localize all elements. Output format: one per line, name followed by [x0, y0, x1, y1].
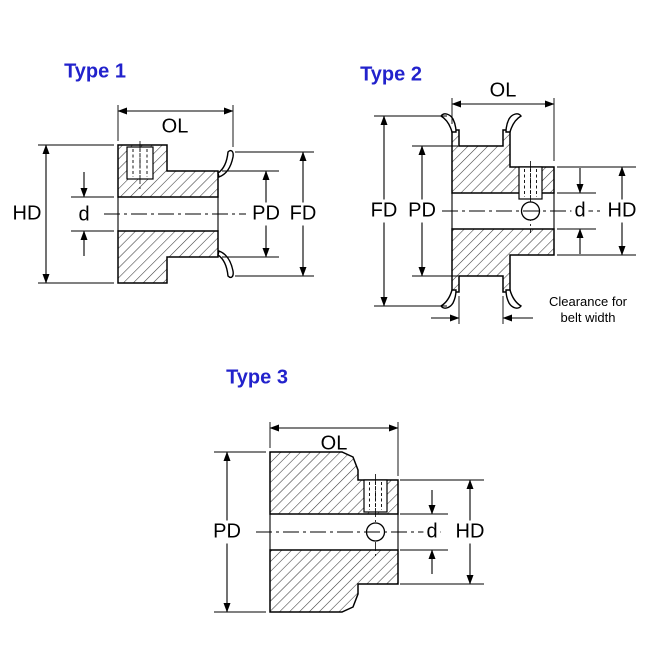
- type2-dim-clearance: [431, 296, 533, 324]
- type2-dim-d: [557, 168, 596, 254]
- type1-hd-label: HD: [12, 202, 42, 225]
- type3-set-screw: [363, 474, 388, 556]
- type3-dim-ol: [269, 422, 399, 476]
- type2-ol-label: OL: [489, 79, 517, 102]
- type2-hd-label: HD: [604, 199, 640, 223]
- type1-set-screw: [126, 141, 154, 191]
- type2-flange-bottom-left: [439, 289, 457, 309]
- type2-d-label: d: [571, 199, 589, 223]
- type1-flange-bottom: [217, 250, 234, 279]
- type2-flange-bottom-right: [505, 289, 523, 309]
- type3-drawing: [214, 422, 484, 613]
- type2-fd-label: FD: [367, 199, 401, 223]
- type1-d-label: d: [78, 203, 90, 226]
- type1-title: Type 1: [64, 60, 126, 83]
- type2-clearance-note: Clearance for belt width: [549, 294, 627, 326]
- type2-title: Type 2: [360, 63, 422, 86]
- type1-pd-label: PD: [249, 202, 283, 226]
- type2-clearance-note-line2: belt width: [560, 310, 616, 325]
- type1-drawing: [38, 105, 314, 284]
- type3-pd-label: PD: [210, 520, 244, 544]
- type2-dim-ol: [451, 98, 555, 161]
- type3-title: Type 3: [226, 366, 288, 389]
- type2-flange-top-left: [439, 113, 457, 133]
- type1-dim-ol: [117, 105, 234, 147]
- type2-set-screw: [518, 161, 543, 233]
- type2-clearance-note-line1: Clearance for: [548, 294, 628, 309]
- type3-ol-label: OL: [320, 432, 348, 455]
- type1-ol-label: OL: [161, 115, 189, 138]
- type1-dim-d: [71, 172, 114, 256]
- type3-d-label: d: [423, 520, 441, 544]
- type1-dim-hd: [38, 144, 114, 284]
- type2-flange-top-right: [505, 113, 523, 133]
- type3-hd-label: HD: [452, 520, 488, 544]
- type1-flange-top: [217, 149, 234, 178]
- type3-dim-d: [400, 490, 448, 574]
- type2-drawing: [374, 98, 636, 324]
- type1-fd-label: FD: [286, 202, 320, 226]
- type2-pd-label: PD: [405, 199, 439, 223]
